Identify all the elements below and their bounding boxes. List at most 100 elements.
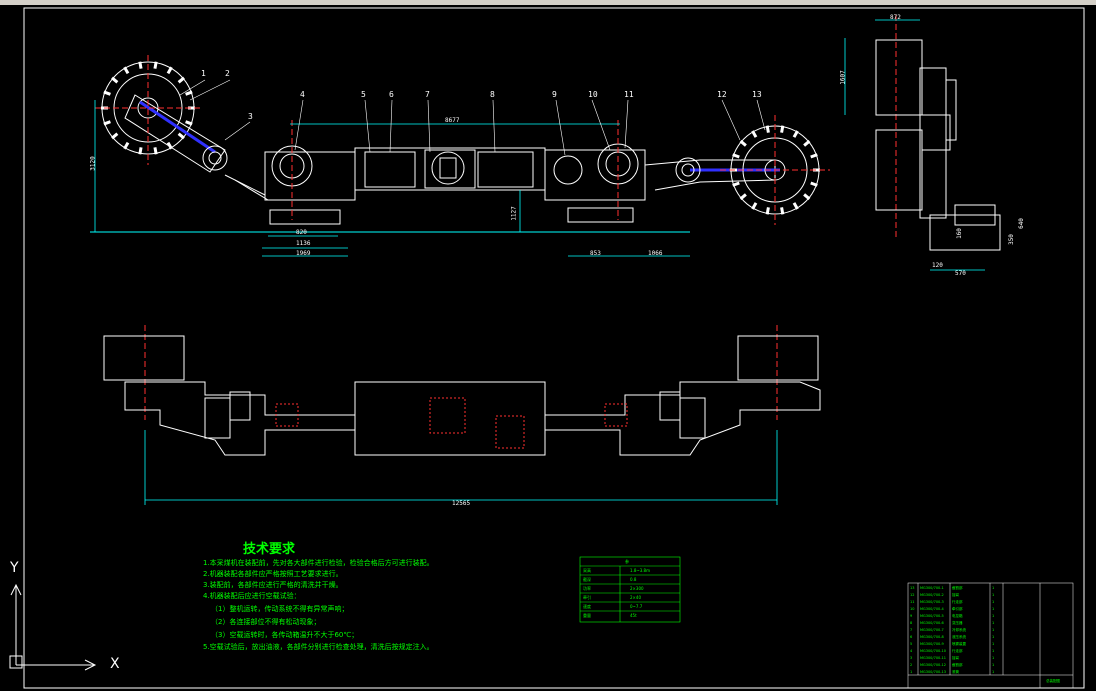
right-ranging-arm (644, 159, 776, 191)
bom-cell: MG300/700-12 (920, 663, 946, 667)
left-haulage-box (264, 151, 356, 201)
callout-4: 4 (300, 90, 305, 99)
param-value: 2×300 (630, 586, 644, 591)
plan-view (103, 335, 821, 456)
bom-cell: MG300/700-9 (920, 642, 944, 646)
side-drum-top (875, 39, 923, 116)
cutting-pick (732, 153, 740, 159)
tech-req-line: 1.本采煤机在装配前，先对各大部件进行检验，检验合格后方可进行装配。 (203, 559, 434, 567)
cutting-pick (810, 153, 818, 159)
bom-cell: 滚筒 (952, 670, 959, 674)
tech-req-line: 5.空载试验后，放出油液，各部件分别进行检查处理，清洗后按规定注入。 (203, 643, 434, 651)
side-drum-bottom (875, 129, 923, 211)
cutting-pick (751, 130, 758, 138)
bom-cell: 截割部 (952, 586, 963, 590)
cutting-pick (810, 181, 818, 187)
cutting-pick (138, 61, 143, 69)
dim-left-w3: 1969 (296, 250, 311, 257)
bom-cell: 1 (992, 593, 995, 597)
bom-cell: 5 (910, 642, 913, 646)
bom-cell: 6 (910, 635, 913, 639)
cutting-pick (780, 207, 785, 215)
cutting-pick (177, 76, 185, 84)
left-arm-gear-train (139, 100, 216, 154)
dim-overall-span: 8677 (445, 117, 460, 124)
bom-cell: MG300/700-4 (920, 607, 944, 611)
bom-cell: 1 (992, 642, 995, 646)
bom-cell: 9 (910, 614, 913, 618)
cutting-pick (177, 132, 185, 140)
right-shoe (567, 207, 634, 223)
bom-cell: 摇臂 (952, 656, 959, 660)
callout-9: 9 (552, 90, 557, 99)
bom-cell: 2 (910, 663, 913, 667)
left-arm-pivot (202, 145, 228, 171)
callout-12: 12 (717, 90, 727, 99)
bom-cell: 4 (910, 649, 913, 653)
callout-6: 6 (389, 90, 394, 99)
cutting-pick (138, 147, 143, 155)
machine-body-plan (124, 381, 821, 456)
bom-cell: 牵引部 (952, 607, 963, 611)
param-name: 功率 (583, 586, 591, 591)
left-ranging-arm (124, 94, 226, 173)
param-value: 1.8~3.8m (630, 568, 650, 573)
hydraulic-box (364, 151, 416, 188)
dim-side-width: 570 (955, 270, 966, 277)
cutting-pick (123, 141, 130, 150)
bom-cell: MG300/700-11 (920, 656, 946, 660)
callout-leaders (179, 79, 766, 156)
right-drum-plan (737, 335, 819, 381)
side-view (875, 39, 1001, 251)
dim-side-small1: 160 (955, 228, 963, 239)
parameter-table-text: 参 采高 1.8~3.8m 截深 0.8 功率 2×300 牵引 2×40 速度… (580, 557, 680, 622)
cutting-pick (123, 66, 130, 75)
bom-cell: MG300/700-7 (920, 628, 944, 632)
callout-8: 8 (490, 90, 495, 99)
cutting-pick (153, 61, 158, 69)
dim-left-w1: 820 (296, 229, 307, 236)
param-name: 牵引 (583, 595, 591, 600)
bom-cell: 变压器 (952, 621, 963, 625)
callout-3: 3 (248, 112, 253, 121)
bom-cell: 1 (992, 600, 995, 604)
tech-req-line: （2）各连接部位不得有松动现象； (211, 618, 321, 626)
bom-cell: MG300/700-13 (920, 670, 946, 674)
dim-right-w2: 1066 (648, 250, 663, 257)
dim-left-w2: 1136 (296, 240, 311, 247)
bom-cell: 7 (910, 628, 913, 632)
param-value: 2×40 (630, 595, 641, 600)
cutting-pick (803, 193, 811, 201)
bom-cell: 1 (992, 614, 995, 618)
bom-table (907, 582, 1074, 689)
dim-bottom-overall: 12565 (452, 500, 471, 507)
callout-11: 11 (624, 90, 634, 99)
dim-left-height: 3120 (89, 156, 97, 171)
y-axis-label: Y (10, 560, 19, 576)
bom-cell: 1 (992, 656, 995, 660)
cutting-pick (765, 125, 770, 133)
param-name: 采高 (583, 568, 591, 573)
drawing-frame (23, 7, 1085, 689)
left-drum-teeth (101, 61, 195, 155)
bom-cell: 12 (910, 593, 915, 597)
bom-cell: MG300/700-5 (920, 614, 944, 618)
bom-footer: 总装配图 (1046, 679, 1060, 683)
callout-2: 2 (225, 69, 230, 78)
dim-side-small4: 350 (1007, 234, 1015, 245)
bom-cell: 电控箱 (952, 614, 963, 618)
bom-cell: 摇臂 (952, 593, 959, 597)
tech-req-line: （3）空载运转时，各传动箱温升不大于60℃； (211, 631, 359, 639)
tech-req-line: （1）整机运转，传动系统不得有异常声响； (211, 605, 349, 613)
cutting-pick (166, 66, 173, 75)
bom-cell: MG300/700-3 (920, 600, 944, 604)
bom-cell: 1 (992, 670, 995, 674)
bom-cell: 11 (910, 600, 915, 604)
bom-cell: 1 (992, 586, 995, 590)
callout-13: 13 (752, 90, 762, 99)
dim-side-small3: 640 (1017, 218, 1025, 229)
cutting-pick (739, 139, 747, 147)
toolbar-strip (0, 0, 1096, 5)
